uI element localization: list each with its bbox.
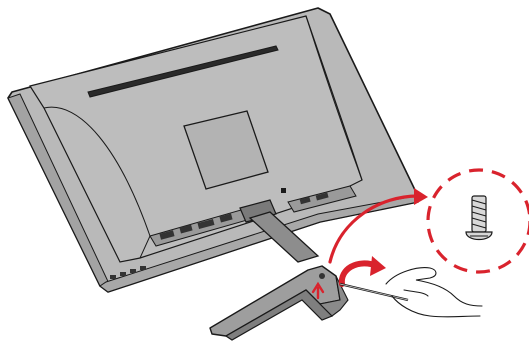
control-buttons bbox=[110, 266, 146, 279]
screwdriver-icon bbox=[339, 282, 409, 302]
vesa-mount-plate bbox=[183, 110, 269, 190]
lift-arrow bbox=[311, 281, 325, 300]
hand-icon bbox=[385, 267, 483, 318]
callout-arrow bbox=[328, 188, 428, 264]
vent-slot bbox=[87, 45, 279, 98]
io-port-panel bbox=[149, 185, 357, 247]
monitor-rear-curve-right bbox=[305, 15, 363, 181]
kensington-slot bbox=[281, 188, 286, 193]
screw-icon bbox=[465, 195, 493, 241]
rotate-arrow bbox=[338, 256, 386, 287]
monitor-back bbox=[7, 7, 419, 293]
monitor-rear-curve bbox=[43, 106, 151, 259]
screw-detail-callout bbox=[426, 168, 529, 274]
stand-screw-hole bbox=[319, 273, 325, 279]
stand-neck bbox=[239, 199, 320, 263]
stand-base bbox=[209, 265, 349, 341]
